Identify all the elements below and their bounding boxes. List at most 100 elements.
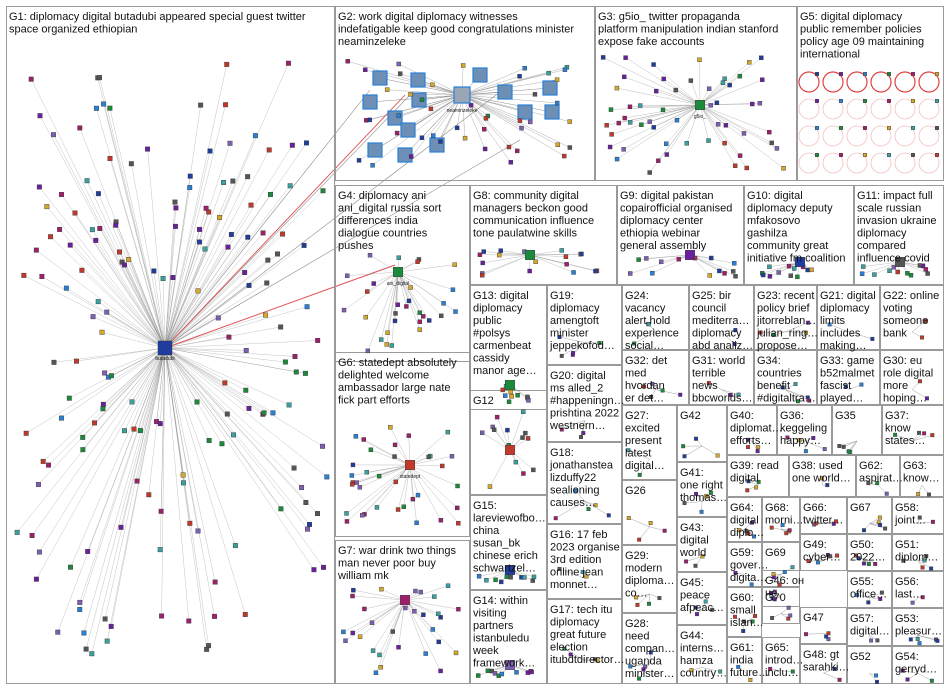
group-label-line: know: [885, 423, 911, 435]
graph-node: [709, 103, 713, 107]
graph-node: [568, 120, 572, 124]
group-label-line: international: [800, 49, 860, 61]
graph-node: [315, 511, 320, 516]
group-label-line: G15:: [473, 500, 497, 512]
graph-node: [677, 257, 681, 261]
group-label-line: G11: impact full: [857, 190, 933, 202]
graph-node: [398, 72, 402, 76]
graph-node: [427, 455, 431, 459]
edge: [165, 247, 228, 348]
graph-node: [887, 153, 891, 157]
graph-node: [492, 428, 496, 432]
graph-node: [499, 580, 503, 584]
edge: [165, 254, 278, 348]
graph-node: [562, 154, 566, 158]
graph-node: [909, 638, 913, 642]
graph-node: [365, 470, 369, 474]
group-label-g42: G42: [680, 410, 701, 422]
group-label-line: G54:: [895, 651, 919, 663]
graph-node: [375, 505, 379, 509]
graph-node: [119, 525, 124, 530]
graph-node: [161, 276, 166, 281]
graph-node: [497, 253, 501, 257]
graph-node: [303, 371, 308, 376]
graph-node: [420, 98, 424, 102]
graph-node: [91, 314, 96, 319]
graph-node: [627, 516, 631, 520]
graph-node: [391, 630, 395, 634]
graph-node: [911, 601, 915, 605]
graph-node: [393, 319, 397, 323]
group-label-line: b52malmet: [820, 368, 874, 380]
avatar-node: [373, 71, 387, 85]
edge: [700, 58, 761, 105]
graph-node: [876, 639, 880, 643]
group-label-line: great future: [550, 629, 606, 641]
graph-node: [887, 72, 891, 76]
group-label-line: #happeningn…: [550, 395, 625, 407]
graph-node: [78, 126, 83, 131]
graph-node: [246, 235, 251, 240]
graph-node: [921, 566, 925, 570]
group-label-line: G35: [835, 410, 856, 422]
edge: [77, 348, 165, 361]
graph-node: [860, 383, 864, 387]
graph-node: [431, 134, 435, 138]
group-label-line: partners: [473, 620, 514, 632]
graph-node: [638, 473, 642, 477]
graph-node: [429, 107, 433, 111]
group-label-line: ethiopia webinar: [620, 228, 700, 240]
group-label-line: gover…: [730, 560, 769, 572]
group-label-line: fascist: [820, 380, 851, 392]
graph-node: [935, 153, 939, 157]
graph-node: [275, 252, 280, 257]
graph-node: [721, 81, 725, 85]
group-label-line: G57:: [850, 613, 874, 625]
graph-node: [262, 411, 267, 416]
graph-node: [24, 431, 29, 436]
group-label-line: compared: [857, 240, 906, 252]
graph-node: [223, 102, 228, 107]
edge: [700, 105, 769, 132]
graph-node: [823, 447, 827, 451]
graph-node: [233, 543, 238, 548]
graph-node: [863, 126, 867, 130]
group-label-line: G46: он: [765, 575, 804, 587]
graph-node: [554, 516, 558, 520]
graph-node: [197, 227, 202, 232]
graph-node: [244, 388, 249, 393]
edge: [398, 272, 423, 316]
graph-node: [74, 359, 79, 364]
graph-node: [745, 166, 749, 170]
edge: [62, 194, 165, 348]
graph-node: [518, 119, 522, 123]
graph-node: [113, 223, 118, 228]
group-label-line: G52: [850, 651, 871, 663]
graph-node: [662, 77, 666, 81]
hub-node-g3: [695, 100, 705, 110]
graph-node: [681, 444, 685, 448]
graph-node: [432, 595, 436, 599]
graph-node: [874, 674, 878, 678]
group-label-line: digital…: [850, 626, 890, 638]
group-label-line: G55:: [850, 576, 874, 588]
group-label-line: G4: diplomacy ani: [338, 190, 426, 202]
group-label-line: G14: within: [473, 595, 528, 607]
graph-node: [929, 567, 933, 571]
group-label-line: G6: statedept absolutely: [338, 357, 457, 369]
graph-node: [208, 149, 213, 154]
graph-node: [918, 379, 922, 383]
graph-node: [188, 521, 193, 526]
group-label-layer: G1: diplomacy digital butadubi appeared …: [9, 11, 942, 680]
edge: [654, 65, 700, 105]
